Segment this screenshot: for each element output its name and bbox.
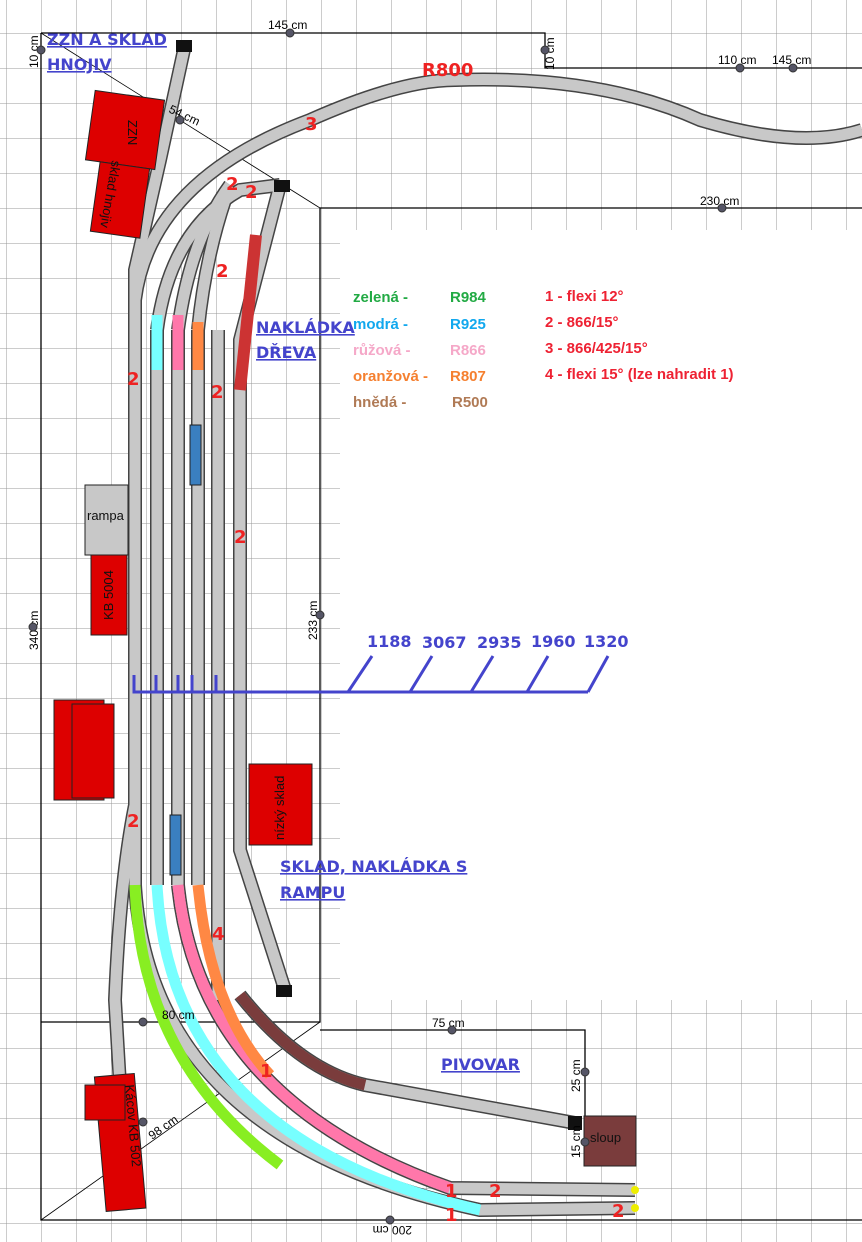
svg-text:hnědá -: hnědá - xyxy=(353,394,406,411)
label-r800: R800 xyxy=(422,60,473,81)
svg-text:2: 2 xyxy=(211,382,224,403)
svg-text:3 - 866/425/15°: 3 - 866/425/15° xyxy=(545,340,648,357)
dimension-label: 25 cm xyxy=(569,1059,583,1092)
svg-text:růžová -: růžová - xyxy=(353,342,411,359)
track-orange xyxy=(192,884,275,1079)
wagon-blue xyxy=(169,814,182,876)
building-label: sloup xyxy=(590,1130,621,1145)
building-label: ZZN xyxy=(125,120,140,145)
label-zzn: ZZN A SKLAD xyxy=(47,30,167,49)
track-length: 1188 xyxy=(367,632,412,651)
svg-text:R807: R807 xyxy=(450,368,486,385)
track-length: 2935 xyxy=(477,633,522,652)
svg-text:R925: R925 xyxy=(450,316,486,333)
buffer-stop xyxy=(276,985,292,997)
svg-text:4 - flexi 15° (lze nahradit 1): 4 - flexi 15° (lze nahradit 1) xyxy=(545,366,734,383)
track-end xyxy=(631,1204,639,1212)
building-kacov-annex xyxy=(84,1084,126,1121)
building-kb5004 xyxy=(90,554,128,636)
svg-text:2: 2 xyxy=(489,1181,502,1202)
blank-area xyxy=(340,230,862,1000)
track-brown xyxy=(235,991,367,1091)
track-length: 1320 xyxy=(584,632,629,651)
legend-turnouts: 1 - flexi 12° 2 - 866/15° 3 - 866/425/15… xyxy=(545,288,734,383)
svg-text:R984: R984 xyxy=(450,289,487,306)
dimension-label: 200 cm xyxy=(373,1223,412,1237)
building-label: rampa xyxy=(87,508,125,523)
building-zzn xyxy=(84,89,166,171)
building-sklad-hnojiv xyxy=(89,161,151,239)
dimension-label: 10 cm xyxy=(27,35,41,68)
buffer-stop xyxy=(274,180,290,192)
track-length: 1960 xyxy=(531,632,576,651)
svg-text:2: 2 xyxy=(245,182,258,203)
building-red xyxy=(71,703,115,799)
svg-text:1: 1 xyxy=(445,1205,458,1226)
svg-text:2: 2 xyxy=(216,261,229,282)
svg-text:2: 2 xyxy=(226,174,239,195)
label-pivovar: PIVOVAR xyxy=(441,1055,520,1074)
svg-text:1: 1 xyxy=(445,1181,458,1202)
track-end xyxy=(631,1186,639,1194)
label-zzn: HNOJIV xyxy=(47,55,112,74)
svg-text:oranžová -: oranžová - xyxy=(353,368,428,385)
dimension-label: 233 cm xyxy=(306,601,320,640)
buffer-stop xyxy=(568,1116,582,1130)
svg-text:4: 4 xyxy=(212,924,225,945)
label-nakladka: NAKLÁDKA xyxy=(256,318,355,337)
building-label: KB 5004 xyxy=(101,570,116,620)
svg-text:2: 2 xyxy=(127,811,140,832)
label-sklad: SKLAD, NAKLÁDKA S xyxy=(280,857,467,876)
svg-text:1: 1 xyxy=(260,1061,273,1082)
svg-text:2: 2 xyxy=(234,527,247,548)
wagon-blue xyxy=(189,424,202,486)
building-label: nízký sklad xyxy=(272,776,287,840)
label-sklad: RAMPU xyxy=(280,883,345,902)
turnout-marks: 3 2 2 2 2 2 2 2 4 1 1 1 2 2 xyxy=(127,114,625,1226)
track-blue xyxy=(151,884,482,1216)
label-nakladka: DŘEVA xyxy=(256,343,317,362)
dimension-label: 80 cm xyxy=(162,1008,195,1022)
wagons-red xyxy=(234,234,262,391)
svg-text:2: 2 xyxy=(612,1201,625,1222)
dimension-label: 145 cm xyxy=(268,18,307,32)
dimension-label: 75 cm xyxy=(432,1016,465,1030)
track-length: 3067 xyxy=(422,633,467,652)
building-sloup xyxy=(583,1115,637,1167)
svg-text:1 - flexi 12°: 1 - flexi 12° xyxy=(545,288,624,305)
svg-text:R500: R500 xyxy=(452,394,488,411)
track-green xyxy=(129,884,284,1170)
svg-text:zelená -: zelená - xyxy=(353,289,408,306)
dimension-label: 10 cm xyxy=(543,37,557,70)
building-rampa xyxy=(84,484,129,556)
track-length-indicator xyxy=(132,655,610,694)
svg-text:R866: R866 xyxy=(450,342,486,359)
dimension-label: 110 cm xyxy=(718,53,756,67)
dimension-label: 145 cm xyxy=(772,53,811,67)
svg-text:2 - 866/15°: 2 - 866/15° xyxy=(545,314,619,331)
svg-text:3: 3 xyxy=(305,114,318,135)
building-label: Kácov KB 502 xyxy=(122,1084,144,1167)
legend-colors: zelená - R984 modrá - R925 růžová - R866… xyxy=(353,289,488,411)
dimension-label: 230 cm xyxy=(700,194,739,208)
svg-text:modrá -: modrá - xyxy=(353,316,408,333)
tracks xyxy=(107,40,862,1218)
svg-text:2: 2 xyxy=(127,369,140,390)
dimension-label: 15 cm xyxy=(569,1125,583,1158)
buildings xyxy=(53,89,637,1213)
buffer-stop xyxy=(176,40,192,52)
building-nizky-sklad xyxy=(248,763,313,846)
